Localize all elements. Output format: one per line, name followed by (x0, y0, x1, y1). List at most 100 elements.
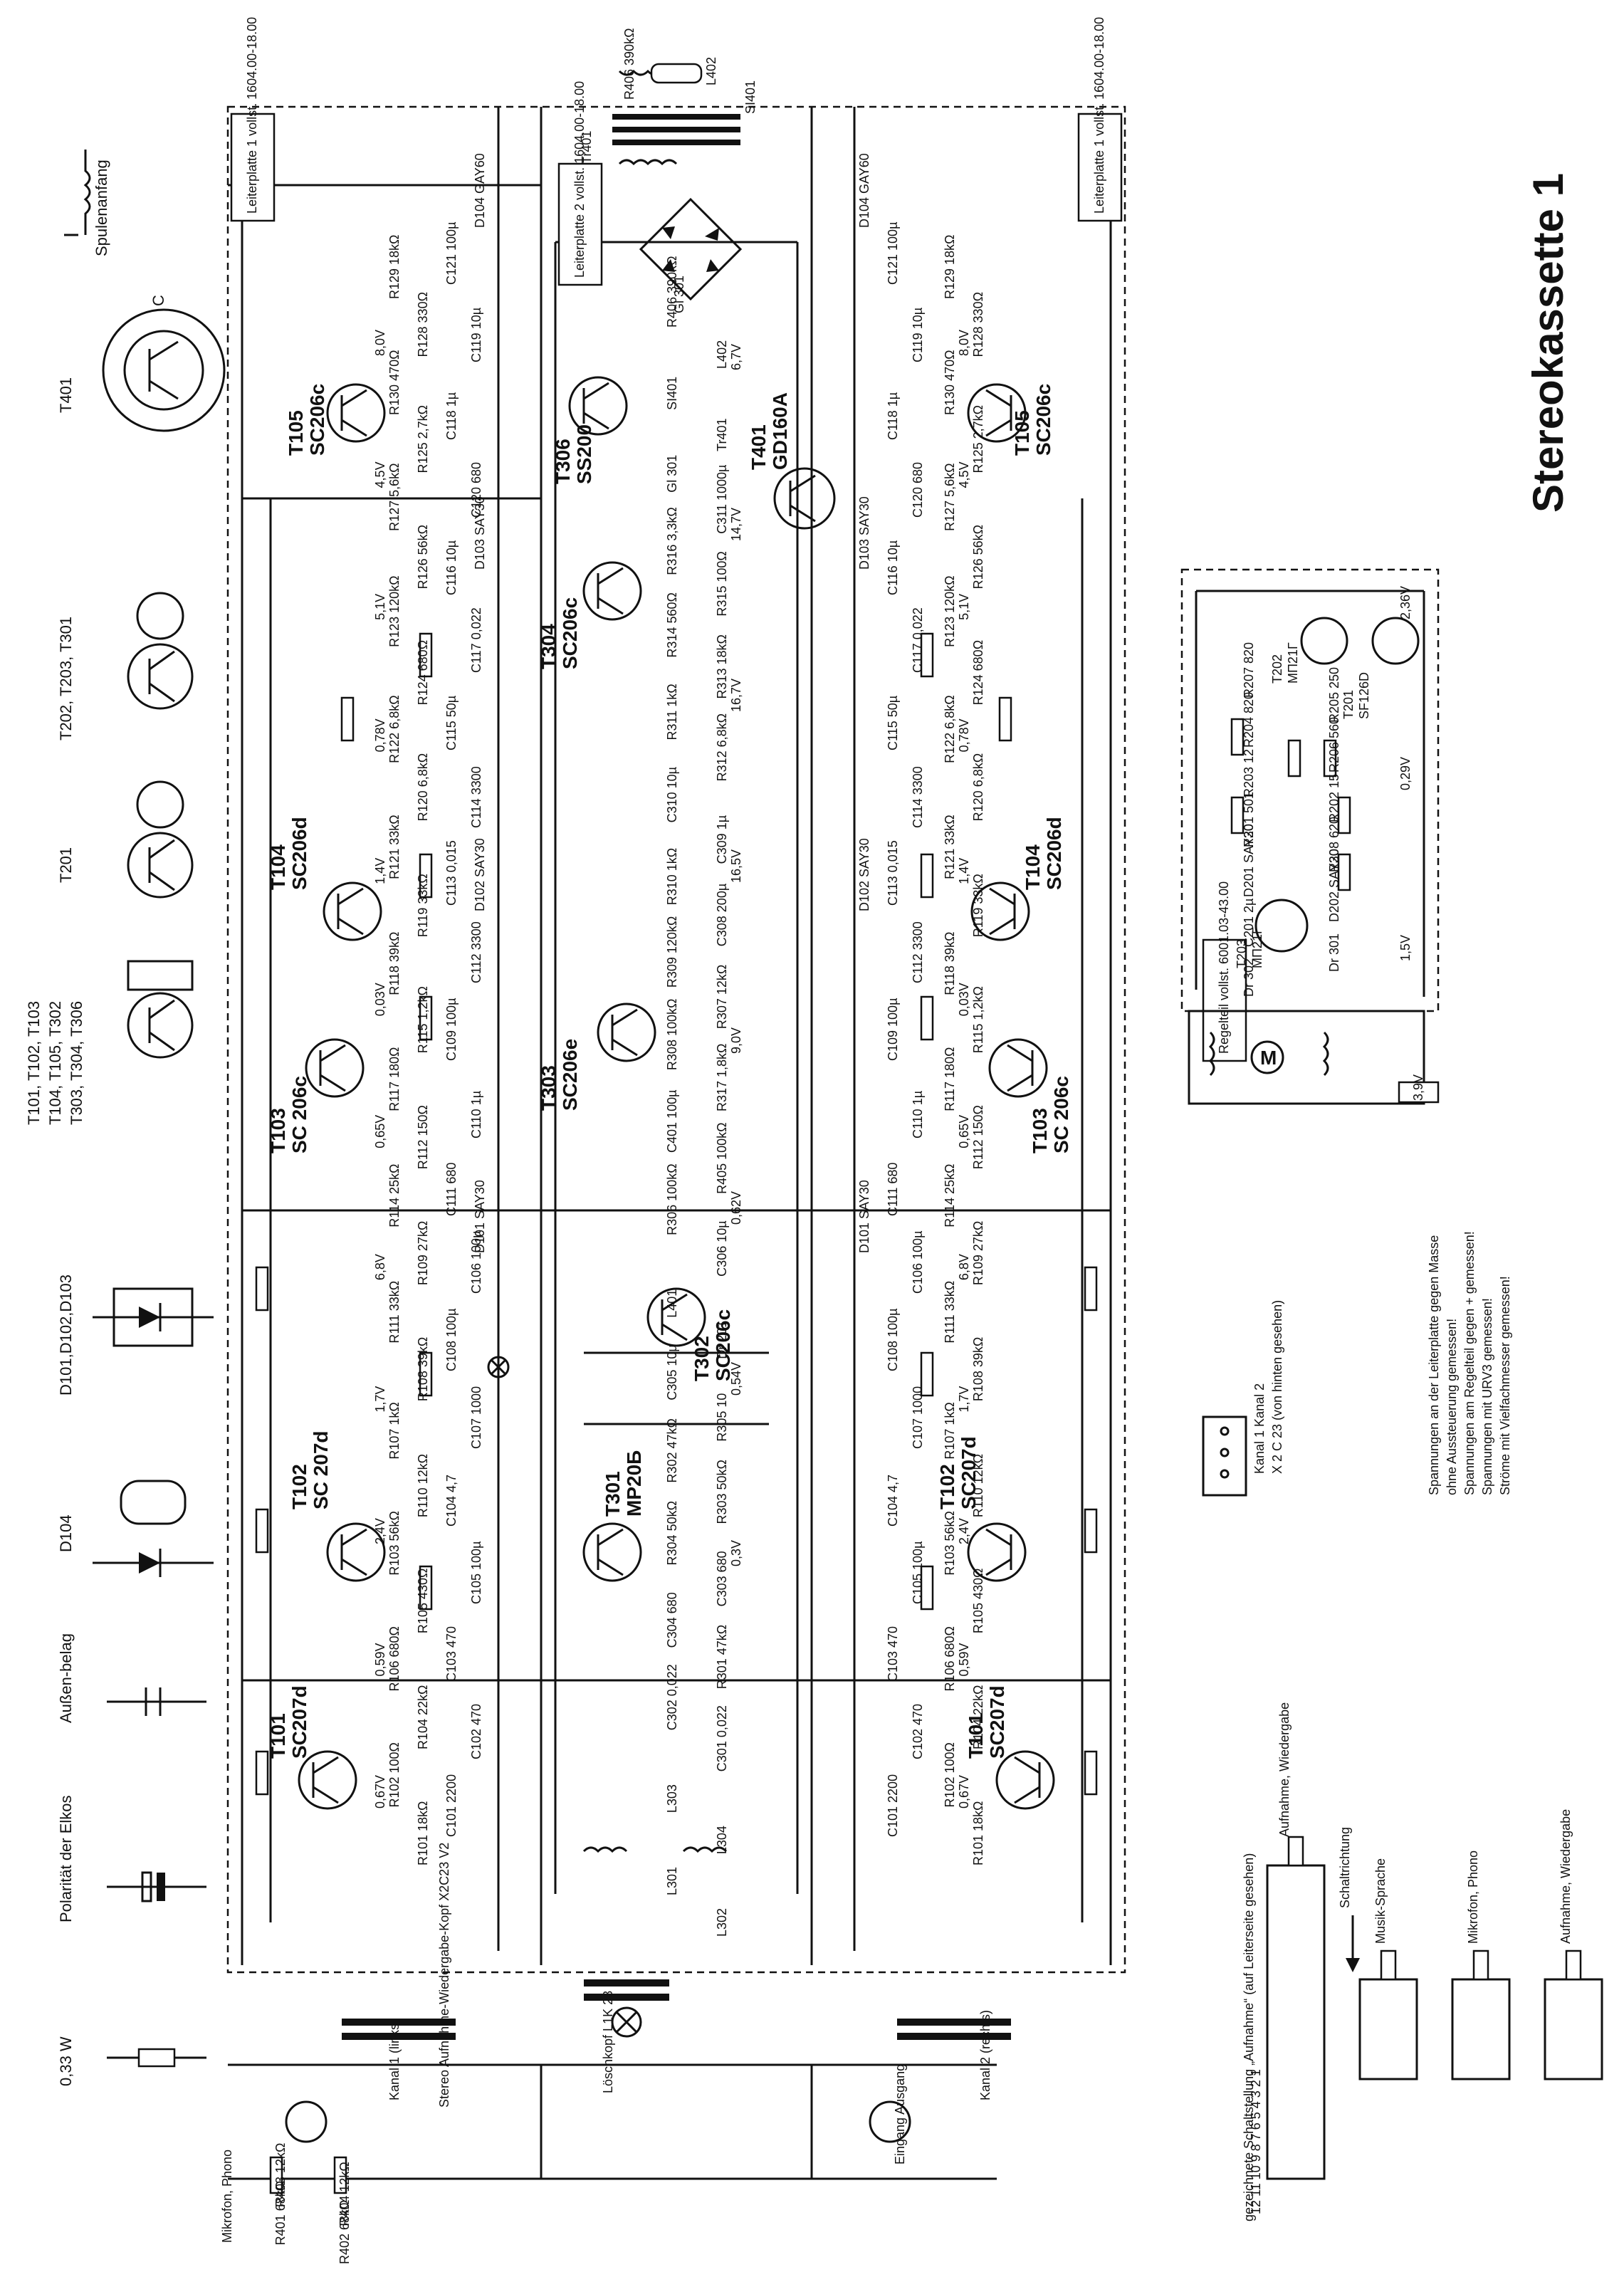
left-resistor-label-26: R102 100Ω (387, 1742, 402, 1808)
diode-d104-symbol: D104 (57, 1480, 214, 1577)
feedthrough-symbol: Außen-belag (57, 1633, 206, 1723)
right-channel: T105 SC206c T104 SC206d T103 SC 206c T10… (893, 383, 1098, 2165)
right-resistor-label-18: R111 33kΩ (943, 1281, 957, 1344)
note-2: ohne Aussteuerung gemessen! (1445, 1319, 1459, 1495)
right-capacitor-label-1: C119 10µ (911, 308, 925, 362)
left-capacitor-label-11: C110 1µ (469, 1091, 483, 1138)
right-resistor-label-14: R117 180Ω (943, 1047, 957, 1111)
t101-title-1: T101, T102, T103 (25, 1001, 43, 1125)
left-voltage-label-10: 0,59V (373, 1643, 387, 1676)
power-part-label-1: L402 (715, 340, 729, 369)
note-4: Spannungen mit URV3 gemessen! (1480, 1298, 1494, 1495)
coil-label: Spulenanfang (93, 159, 110, 256)
right-t104-ref: T104 (1022, 844, 1044, 890)
input-part-label-1: R404 12kΩ (337, 2162, 352, 2226)
t304-ref: T304 (538, 624, 560, 669)
right-resistor-label-25: R104 22kΩ (971, 1685, 985, 1750)
left-voltage-label-9: 2,4V (373, 1518, 387, 1544)
power-part-label-33: R301 47kΩ (715, 1625, 729, 1690)
left-resistor-label-0: R129 18kΩ (387, 234, 402, 299)
switch-pos-1: Aufnahme, Wiedergabe (1277, 1702, 1292, 1837)
left-capacitor-label-20: C101 2200 (444, 1774, 459, 1837)
switch-direction: Schaltrichtung (1338, 1827, 1352, 1908)
power-voltage-label-4: 9,0V (729, 1027, 743, 1054)
t203: T203 MП21Г (1235, 899, 1309, 968)
right-resistor-label-24: R106 680Ω (943, 1626, 957, 1692)
measurement-notes: Spannungen an der Leiterplatte gegen Mas… (1427, 1231, 1512, 1495)
power-part-label-19: R317 1,8kΩ (715, 1044, 729, 1112)
left-resistor-label-23: R105 430Ω (416, 1569, 430, 1634)
head-connector: Kanal 1 Kanal 2 X 2 C 23 (von hinten ges… (1202, 1300, 1284, 1497)
right-resistor-label-4: R127 5,6kΩ (943, 463, 957, 531)
board-outline (226, 105, 1126, 1974)
t101-title-2: T104, T105, T302 (46, 1001, 64, 1125)
right-resistor-label-3: R125 2,7kΩ (971, 405, 985, 473)
power-part-label-7: R315 100Ω (715, 551, 729, 617)
t302: T302 SC206c (646, 1287, 734, 1381)
right-channel-label: Kanal 2 (rechts) (978, 2010, 992, 2100)
transistor-t101-symbol: T101, T102, T103 T104, T105, T302 T303, … (25, 960, 194, 1125)
left-t102: T102 SC 207d (288, 1431, 386, 1582)
motor: M 3,9V (1188, 1010, 1440, 1105)
head-connector-sub: X 2 C 23 (von hinten gesehen) (1270, 1300, 1284, 1474)
t203-type: MП21Г (1250, 927, 1264, 968)
power-part-label-2: SI401 (665, 377, 679, 410)
left-capacitor-label-8: C113 0,015 (444, 840, 459, 906)
left-capacitor-label-15: C107 1000 (469, 1386, 483, 1449)
t401: T401 GD160A (748, 392, 836, 530)
right-voltage-label-5: 0,03V (957, 983, 971, 1016)
left-head-label: Stereo Aufnahme-Wiedergabe-Kopf X2C23 V2 (437, 1843, 451, 2108)
power-part-label-14: R310 1kΩ (665, 848, 679, 906)
right-voltage-label-3: 0,78V (957, 718, 971, 752)
diode-d101-symbol: D101,D102,D103 (57, 1274, 214, 1396)
right-capacitor-label-13: C106 100µ (911, 1231, 925, 1294)
left-diode-label-2: D102 SAY30 (473, 838, 487, 911)
power-part-label-34: C302 0,022 (665, 1664, 679, 1730)
right-resistor-label-21: R110 12kΩ (971, 1454, 985, 1517)
right-capacitor-label-19: C102 470 (911, 1704, 925, 1759)
left-resistor-label-6: R123 120kΩ (387, 575, 402, 647)
regulator-part-label-8: D201 SAY30 (1242, 824, 1256, 897)
right-capacitor-label-15: C107 1000 (911, 1386, 925, 1449)
right-diode-label-0: D104 GAY60 (857, 153, 871, 228)
t302-type: SC206c (712, 1309, 734, 1381)
regulator-part-label-5: R202 15 (1327, 774, 1341, 822)
power-section: T401 GD160A T306 SS200 T304 SC206c T303 … (487, 376, 836, 2093)
transistor-t401-symbol: C T401 (57, 295, 226, 432)
right-capacitor-label-10: C109 100µ (886, 998, 900, 1061)
left-t101: T101 SC207d (267, 1685, 357, 1810)
power-part-label-35: C301 0,022 (715, 1705, 729, 1771)
right-diode-label-1: D103 SAY30 (857, 496, 871, 570)
right-resistor-label-27: R101 18kΩ (971, 1801, 985, 1865)
power-part-label-20: C401 100µ (665, 1090, 679, 1153)
left-capacitor-label-0: C121 100µ (444, 222, 459, 285)
right-capacitor-label-4: C116 10µ (886, 540, 900, 595)
regulator-part-label-6: R201 501 (1242, 792, 1256, 847)
power-part-label-18: R308 100kΩ (665, 999, 679, 1071)
power-part-label-0: R406 390kΩ (665, 256, 679, 328)
right-capacitor-label-2: C118 1µ (886, 392, 900, 440)
t304: T304 SC206c (538, 561, 642, 669)
r406-label: R406 390kΩ (622, 28, 636, 100)
left-resistor-label-27: R101 18kΩ (416, 1801, 430, 1865)
power-part-label-13: C309 1µ (715, 815, 729, 864)
power-voltage-label-6: 0,54V (729, 1362, 743, 1396)
power-part-label-36: L303 (665, 1784, 679, 1813)
power-voltage-label-7: 0,3V (729, 1540, 743, 1566)
right-t101-ref: T101 (965, 1713, 987, 1759)
left-voltage-label-8: 1,7V (373, 1386, 387, 1413)
power-part-label-39: L302 (715, 1908, 729, 1937)
t202-ref: T202 (1270, 654, 1284, 684)
power-part-label-10: R311 1kΩ (665, 684, 679, 740)
regulator-part-label-12: Dr 302 (1242, 958, 1256, 997)
left-t103-type: SC 206c (288, 1076, 310, 1153)
power-part-label-38: L301 (665, 1867, 679, 1895)
left-capacitor-label-10: C109 100µ (444, 998, 459, 1061)
left-t101-type: SC207d (288, 1685, 310, 1759)
right-capacitor-label-3: C120 680 (911, 462, 925, 518)
input-part-label-0: R403 12kΩ (273, 2142, 288, 2207)
power-voltage-label-0: 6,7V (729, 344, 743, 370)
left-resistors (255, 632, 433, 1796)
left-resistor-label-8: R122 6,8kΩ (387, 695, 402, 763)
